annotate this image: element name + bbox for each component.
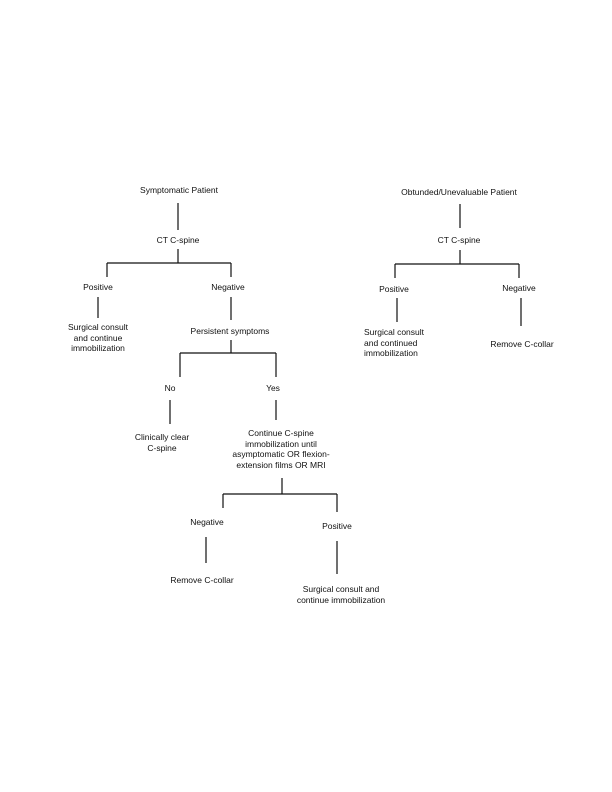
surgical-consult-node: Surgical consult and continue immobiliza… (67, 322, 128, 353)
final-surgical-consult-node: Surgical consult and continue immobiliza… (296, 584, 386, 605)
right-ct-cspine-node: CT C-spine (437, 235, 481, 245)
positive-node: Positive (83, 282, 113, 292)
ct-cspine-node: CT C-spine (156, 235, 200, 245)
right-surgical-consult-node: Surgical consult and continued immobiliz… (364, 327, 425, 358)
continue-immobilization-node: Continue C-spine immobilization until as… (232, 428, 330, 470)
symptomatic-patient-node: Symptomatic Patient (140, 185, 218, 195)
no-node: No (164, 383, 176, 393)
clinically-clear-node: Clinically clear C-spine (134, 432, 190, 453)
right-negative-node: Negative (502, 283, 536, 293)
persistent-symptoms-node: Persistent symptoms (190, 326, 270, 336)
obtunded-patient-node: Obtunded/Unevaluable Patient (401, 187, 517, 197)
right-positive-node: Positive (379, 284, 409, 294)
negative-node: Negative (211, 282, 245, 292)
final-negative-node: Negative (190, 517, 224, 527)
final-positive-node: Positive (322, 521, 352, 531)
right-remove-collar-node: Remove C-collar (490, 339, 554, 349)
remove-collar-node: Remove C-collar (170, 575, 234, 585)
yes-node: Yes (266, 383, 280, 393)
